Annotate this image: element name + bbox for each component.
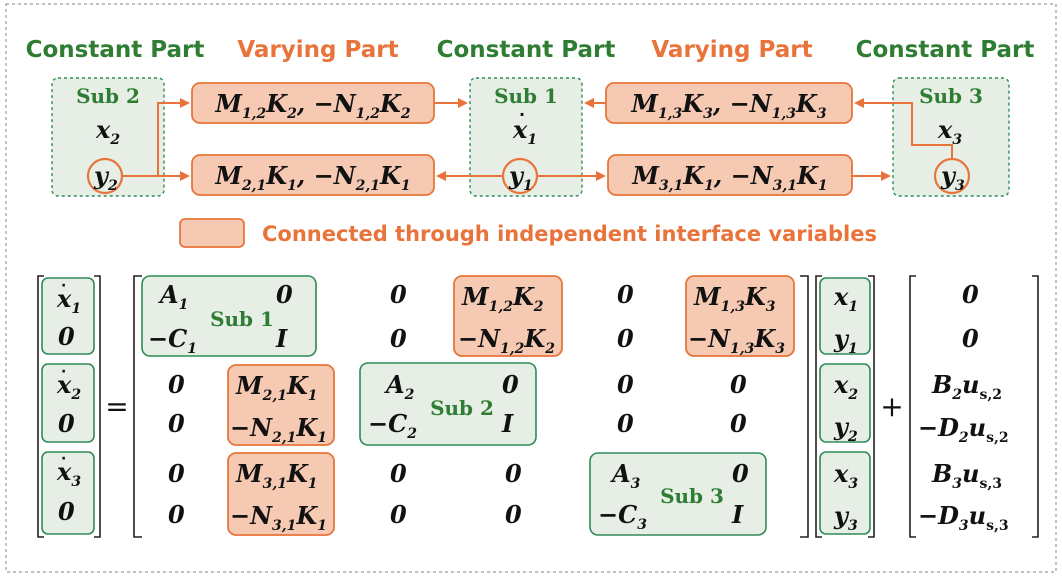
input-zero-1: 0 xyxy=(962,280,979,309)
svg-text:0: 0 xyxy=(730,409,747,438)
lhs-group-3 xyxy=(41,451,95,535)
input-b3us3: B3us,3 xyxy=(931,459,1002,492)
legend-swatch xyxy=(179,218,245,248)
matrix-sub3: A3 0 −C3 I Sub 3 xyxy=(589,452,767,536)
header-varying-1: Varying Part xyxy=(237,37,398,63)
input-zero-2: 0 xyxy=(962,324,979,353)
svg-text:0: 0 xyxy=(617,280,634,309)
svg-text:0: 0 xyxy=(168,409,185,438)
lhs-zero-2: 0 xyxy=(58,409,75,438)
svg-text:0: 0 xyxy=(168,370,185,399)
lhs-zero-1: 0 xyxy=(58,322,75,351)
svg-text:0: 0 xyxy=(617,370,634,399)
sub1-block: Sub 1 x1 · y1 xyxy=(469,77,583,197)
sub3-block: Sub 3 x3 y3 xyxy=(892,77,1010,197)
svg-text:0: 0 xyxy=(617,324,634,353)
input-bracket-right xyxy=(1032,275,1039,538)
svg-text:0: 0 xyxy=(168,459,185,488)
svg-text:0: 0 xyxy=(168,500,185,529)
state-group-3 xyxy=(819,451,871,535)
header-constant-2: Constant Part xyxy=(437,37,616,63)
lhs-group-1 xyxy=(41,277,95,355)
block-m31k1: M3,1K1, −N3,1K1 xyxy=(607,154,853,196)
sub3-label: Sub 3 xyxy=(919,84,983,108)
svg-text:0: 0 xyxy=(732,459,749,488)
matrix-m13k3: M1,3K3 −N1,3K3 xyxy=(685,275,795,357)
svg-text:I: I xyxy=(275,324,288,353)
block-m12k2: M1,2K2, −N1,2K2 xyxy=(191,82,435,124)
input-d2us2: −D2us,2 xyxy=(918,413,1009,446)
plus-sign: + xyxy=(880,390,903,423)
svg-text:I: I xyxy=(731,500,744,529)
lhs-group-2 xyxy=(41,363,95,443)
svg-text:0: 0 xyxy=(390,280,407,309)
matrix-m21k1: M2,1K1 −N2,1K1 xyxy=(227,364,335,446)
svg-text:·: · xyxy=(61,364,66,380)
svg-text:0: 0 xyxy=(390,459,407,488)
svg-text:Sub 1: Sub 1 xyxy=(210,307,274,331)
state-group-1 xyxy=(819,277,871,355)
lhs-zero-3: 0 xyxy=(58,497,75,526)
state-bracket-left xyxy=(815,275,822,538)
svg-text:y1: y1 xyxy=(833,324,858,357)
matrix-m31k1: M3,1K1 −N3,1K1 xyxy=(227,452,335,536)
svg-text:A3: A3 xyxy=(610,459,641,492)
lhs-bracket-left xyxy=(37,275,44,538)
svg-text:0: 0 xyxy=(502,370,519,399)
header-varying-2: Varying Part xyxy=(651,37,812,63)
header-constant-3: Constant Part xyxy=(856,37,1035,63)
svg-text:M1,2K2: M1,2K2 xyxy=(461,282,544,315)
matrix-m12k2: M1,2K2 −N1,2K2 xyxy=(453,275,563,357)
lhs-x1dot: x1 xyxy=(56,284,81,317)
input-d3us3: −D3us,3 xyxy=(918,501,1009,534)
equals-sign: = xyxy=(105,390,128,423)
input-bracket-left xyxy=(909,275,916,538)
svg-text:0: 0 xyxy=(505,459,522,488)
matrix-bracket-right xyxy=(800,275,809,538)
svg-text:·: · xyxy=(61,451,66,467)
svg-text:0: 0 xyxy=(505,500,522,529)
block-m21k1: M2,1K1, −N2,1K1 xyxy=(191,154,435,196)
sub1-dot: · xyxy=(519,105,525,124)
matrix-zeros: 0 0 0 0 0 0 0 0 0 0 0 0 0 0 0 0 xyxy=(168,280,747,529)
outer-frame xyxy=(5,3,1057,573)
sub2-label: Sub 2 xyxy=(76,84,140,108)
lhs-bracket-right xyxy=(94,275,101,538)
svg-text:Sub 3: Sub 3 xyxy=(660,484,724,508)
matrix-sub1: A1 0 −C1 I Sub 1 xyxy=(141,275,317,357)
sub2-block: Sub 2 x2 y2 xyxy=(51,77,165,197)
svg-text:0: 0 xyxy=(390,324,407,353)
matrix-bracket-left xyxy=(133,275,142,538)
svg-text:I: I xyxy=(501,409,514,438)
svg-text:0: 0 xyxy=(276,280,293,309)
svg-text:·: · xyxy=(61,278,66,294)
legend-text: Connected through independent interface … xyxy=(262,222,877,246)
svg-text:Sub 2: Sub 2 xyxy=(430,396,494,420)
connection-arrows xyxy=(122,98,953,181)
block-m13k3: M1,3K3, −N1,3K3 xyxy=(605,82,853,124)
sub1-label: Sub 1 xyxy=(494,84,558,108)
svg-text:0: 0 xyxy=(617,409,634,438)
matrix-sub2: A2 0 −C2 I Sub 2 xyxy=(359,362,537,446)
state-bracket-right xyxy=(868,275,875,538)
svg-text:0: 0 xyxy=(730,370,747,399)
svg-text:0: 0 xyxy=(390,500,407,529)
input-b2us2: B2us,2 xyxy=(931,370,1002,403)
state-group-2 xyxy=(819,363,871,443)
header-constant-1: Constant Part xyxy=(26,37,205,63)
